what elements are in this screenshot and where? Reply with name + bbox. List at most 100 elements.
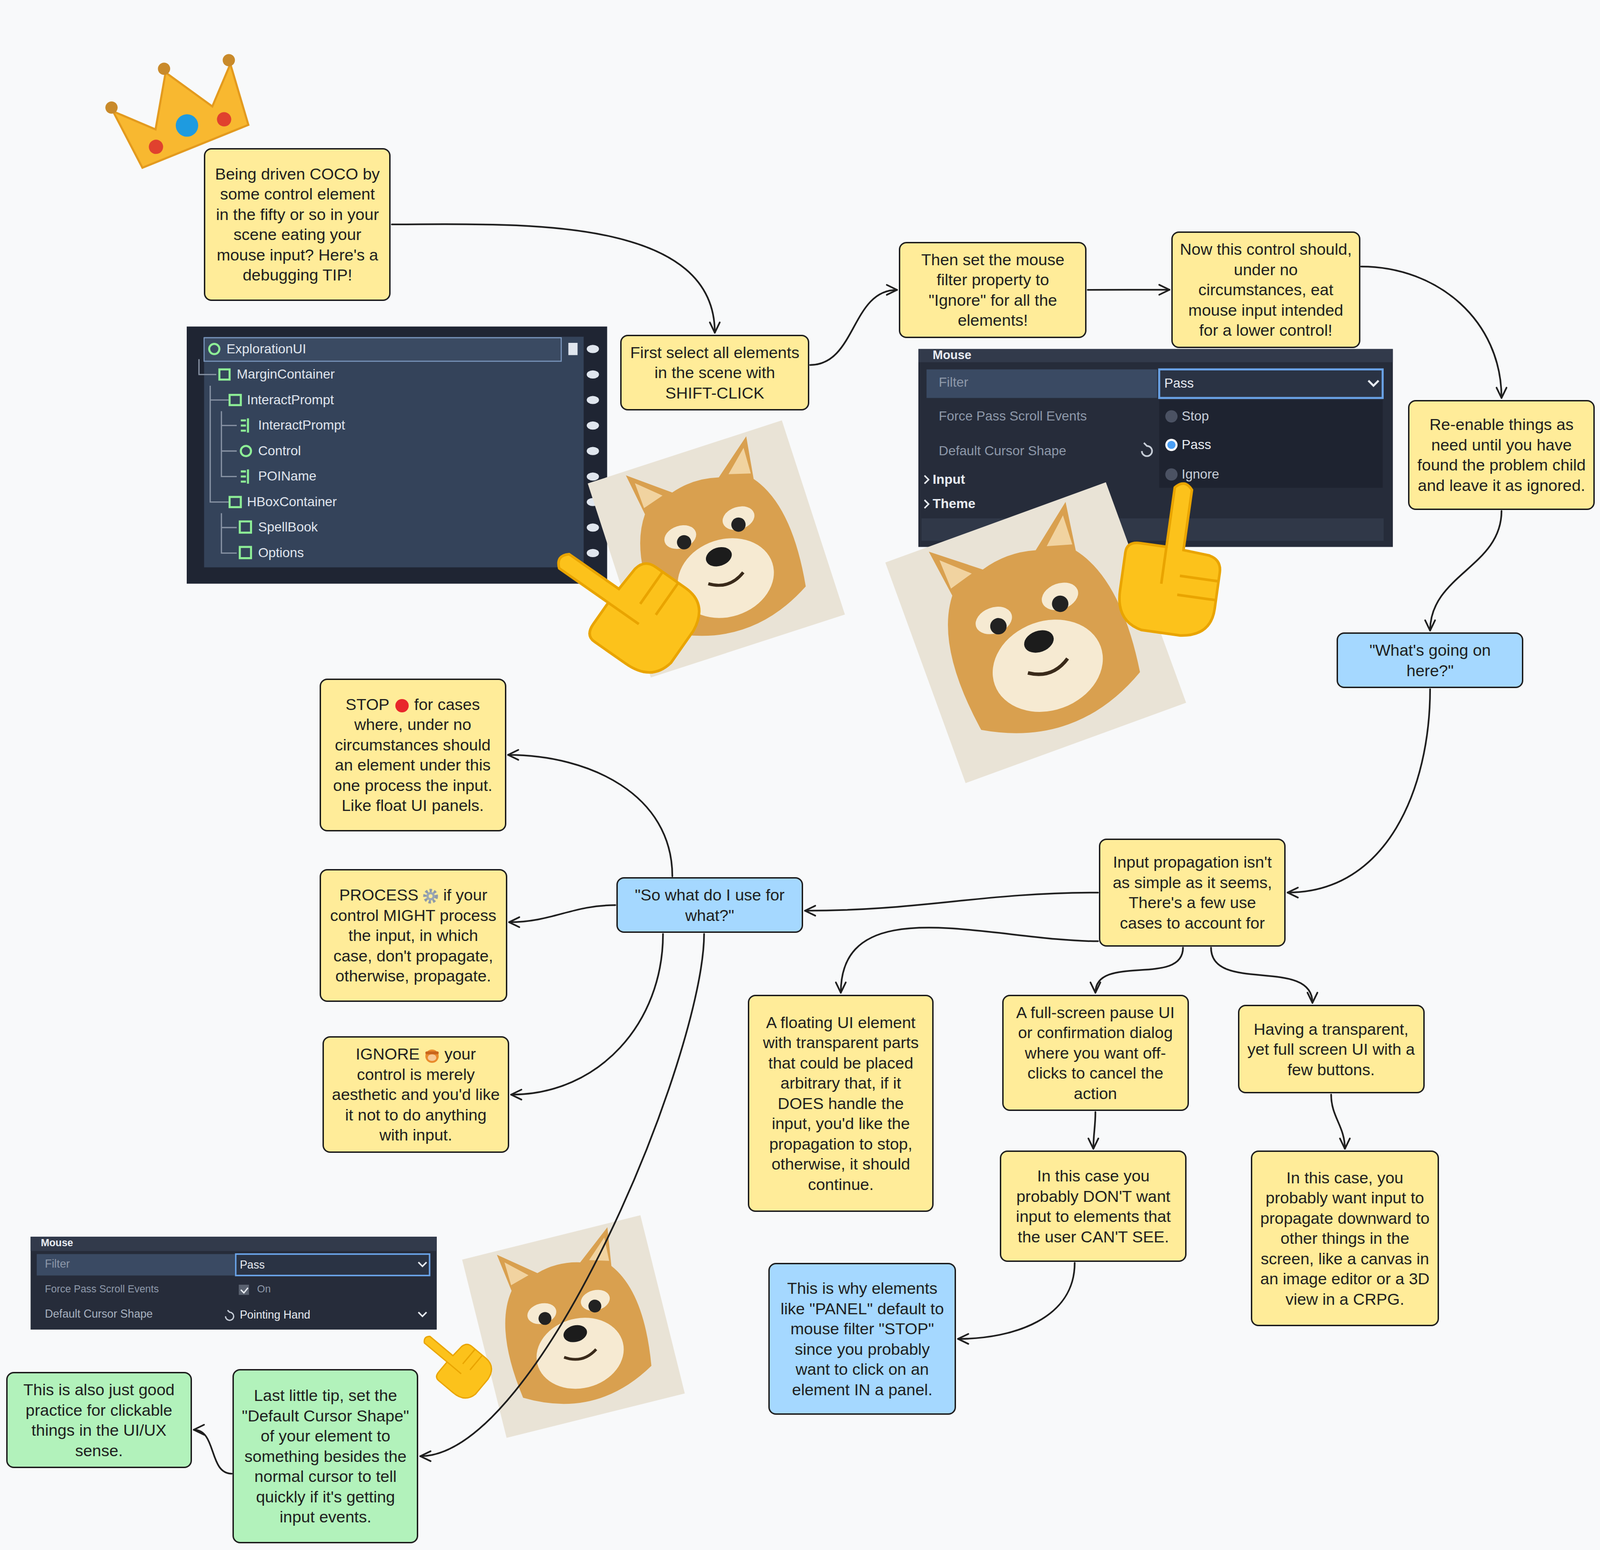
text-block: In this case you probably DON'T want inp…	[1007, 1166, 1179, 1248]
ui-label: SpellBook	[258, 518, 318, 536]
note-box: A floating UI element with transparent p…	[747, 995, 934, 1213]
arrowhead	[709, 322, 720, 333]
arrowhead	[1496, 387, 1507, 399]
text-block: A floating UI element with transparent p…	[755, 1012, 926, 1196]
ui-label: Mouse	[932, 347, 972, 363]
ui-label: Input	[932, 471, 966, 489]
ui-label: InteractPrompt	[258, 416, 346, 434]
arrowhead	[957, 1334, 969, 1345]
note-box: Now this control should, under no circum…	[1171, 231, 1360, 349]
text-block: In this case, you probably want input to…	[1258, 1167, 1431, 1310]
scene-tree-panel	[186, 326, 608, 584]
connector-line	[1087, 289, 1170, 292]
ui-label: Pass	[1164, 374, 1194, 393]
flow-arrow	[193, 1425, 232, 1475]
text-block: IGNOREyour control is merely aesthetic a…	[330, 1044, 502, 1146]
stop-symbol	[393, 697, 411, 715]
ui-label: Filter	[44, 1257, 70, 1272]
inspector-panel	[918, 349, 1393, 548]
note-box: In this case, you probably want input to…	[1250, 1150, 1439, 1327]
flow-arrow	[1361, 266, 1507, 399]
connector-line	[193, 1429, 232, 1474]
arrowhead	[1307, 992, 1318, 1004]
text-block: This is also just good practice for clic…	[14, 1379, 184, 1461]
ui-label: Force Pass Scroll Events	[938, 407, 1087, 425]
box-text: A full-screen pause UI or confirmation d…	[1016, 1003, 1175, 1103]
arrowhead	[1159, 284, 1170, 295]
box-text: In this case you probably DON'T want inp…	[1016, 1167, 1171, 1247]
doge-picture	[462, 420, 1187, 1439]
arrowhead	[509, 917, 520, 928]
arrowhead	[1339, 1138, 1350, 1150]
gear-symbol	[422, 887, 440, 906]
note-box: STOPfor cases where, under no circumstan…	[319, 678, 507, 832]
flow-arrow	[835, 927, 1098, 994]
ui-label: HBoxContainer	[246, 493, 337, 511]
red-dot	[395, 699, 409, 713]
connector-line	[511, 934, 664, 1095]
connector-line	[840, 927, 1098, 994]
flow-arrow	[509, 905, 616, 928]
note-box: Then set the mouse filter property to "I…	[898, 241, 1087, 339]
note-box: A full-screen pause UI or confirmation d…	[1002, 995, 1189, 1112]
connector-line	[1429, 511, 1502, 631]
flow-arrow	[508, 750, 673, 877]
arrowhead	[835, 982, 846, 994]
ui-label: Options	[258, 544, 304, 562]
box-text: Then set the mouse filter property to "I…	[921, 250, 1065, 330]
flow-arrow	[810, 284, 898, 365]
flow-arrow	[511, 934, 664, 1100]
flow-arrow	[1287, 689, 1430, 898]
gear-teeth	[424, 890, 437, 903]
connector-line	[805, 892, 1098, 911]
connector-line	[1095, 947, 1184, 994]
ui-label: Filter	[938, 373, 969, 392]
note-box: Re-enable things as need until you have …	[1408, 400, 1595, 511]
connector-line	[420, 934, 705, 1457]
ui-label: On	[257, 1283, 272, 1297]
flow-arrow	[1210, 947, 1318, 1004]
box-text: Being driven COCO by some control elemen…	[215, 164, 381, 285]
note-box: Having a transparent, yet full screen UI…	[1237, 1005, 1425, 1094]
text-block: This is why elements like "PANEL" defaul…	[776, 1278, 948, 1400]
text-block: Last little tip, set the "Default Cursor…	[240, 1385, 411, 1528]
box-text: A floating UI element with transparent p…	[763, 1013, 919, 1194]
ui-label: Default Cursor Shape	[938, 442, 1067, 460]
box-text: This is why elements like "PANEL" defaul…	[780, 1279, 945, 1399]
ui-label: Pointing Hand	[239, 1308, 311, 1323]
tip-box: This is also just good practice for clic…	[6, 1372, 192, 1469]
ui-label: Default Cursor Shape	[44, 1307, 153, 1322]
connector-line	[1210, 947, 1313, 1004]
note-box: In this case you probably DON'T want inp…	[999, 1150, 1187, 1263]
arrowhead	[1287, 887, 1299, 898]
note-box: PROCESSif your control MIGHT process the…	[319, 869, 508, 1002]
text-block: STOPfor cases where, under no circumstan…	[327, 694, 499, 816]
text-block: Then set the mouse filter property to "I…	[906, 249, 1079, 331]
keyword-text: STOP	[345, 695, 390, 714]
arrowhead	[511, 1089, 522, 1100]
box-text: Re-enable things as need until you have …	[1417, 415, 1586, 495]
note-box: IGNOREyour control is merely aesthetic a…	[322, 1036, 510, 1154]
arrowhead	[886, 284, 898, 295]
box-text: This is also just good practice for clic…	[23, 1380, 175, 1460]
keyword-text: IGNORE	[355, 1045, 420, 1064]
ui-label: ExplorationUI	[226, 340, 307, 358]
arrowhead	[1425, 620, 1436, 632]
text-block: "What's going on here?"	[1344, 640, 1516, 681]
connector-line	[1331, 1094, 1346, 1149]
arrowhead	[805, 905, 816, 916]
question-box: "So what do I use for what?"	[616, 877, 804, 934]
flow-arrow	[1425, 511, 1502, 631]
arrowhead	[1090, 982, 1101, 994]
text-block: Re-enable things as need until you have …	[1416, 414, 1587, 496]
monkey-muzzle	[427, 1054, 437, 1062]
inspector-panel	[30, 1237, 437, 1330]
monkey-face	[425, 1049, 439, 1064]
ui-label: Ignore	[1181, 465, 1220, 484]
arrowhead	[1088, 1138, 1099, 1150]
flow-arrow	[1088, 1112, 1099, 1149]
connector-line	[957, 1263, 1075, 1340]
ui-label: Force Pass Scroll Events	[44, 1283, 159, 1297]
question-box: "What's going on here?"	[1336, 632, 1524, 689]
ui-label: MarginContainer	[236, 365, 335, 383]
